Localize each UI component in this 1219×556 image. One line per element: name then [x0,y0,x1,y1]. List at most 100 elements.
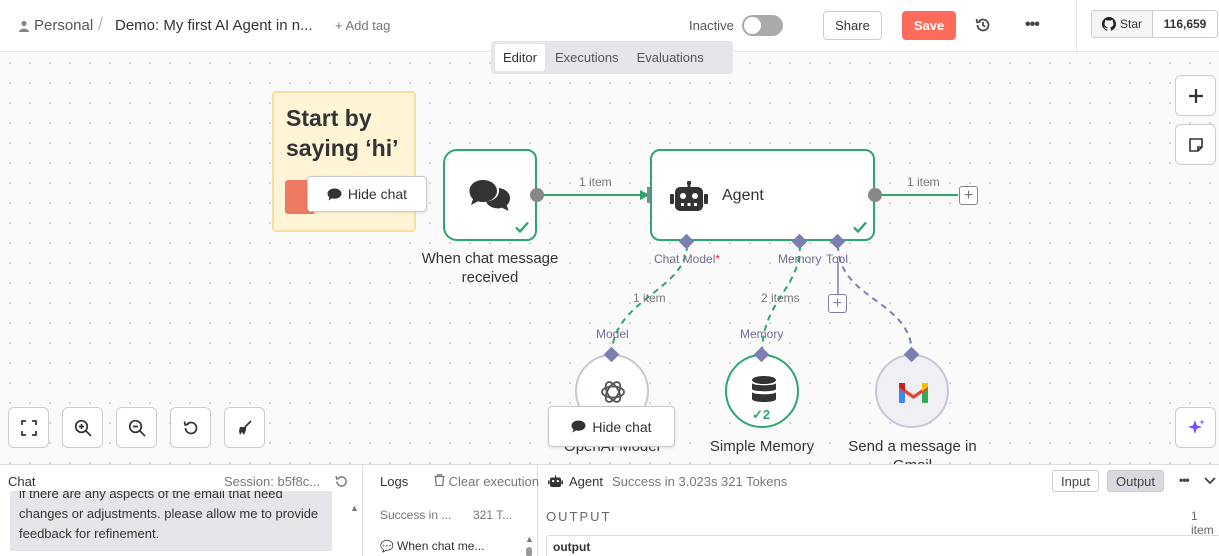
zoom-out-icon [128,419,146,437]
logs-scroll-up[interactable]: ▲ [525,534,534,544]
edge-label-trigger-agent: 1 item [579,175,612,189]
output-tokens: 321 Tokens [721,474,788,489]
project-name: Personal [34,17,94,34]
history-icon[interactable] [974,16,992,34]
log-entry-trigger[interactable]: 💬 When chat me... [380,539,484,553]
fit-view-button[interactable] [8,407,49,448]
output-pane: Agent Success in 3.023s 321 Tokens Input… [539,465,1219,556]
tab-executions[interactable]: Executions [554,50,619,65]
save-button[interactable]: Save [902,11,956,40]
chat-pane: Chat Session: b5f8c... if there are any … [0,465,363,556]
output-more-icon[interactable]: ••• [1179,473,1190,487]
logs-title: Logs [380,474,409,489]
log-tokens: 321 T... [473,508,513,522]
agent-output-port[interactable] [868,188,882,202]
required-marker: * [715,252,721,266]
reset-session-icon[interactable] [334,474,349,489]
edge-label-agent-out: 1 item [907,175,940,189]
logs-pane: Logs Clear execution Success in ... 321 … [364,465,539,556]
logs-scrollbar[interactable] [526,547,532,556]
active-toggle[interactable] [742,15,783,36]
gmail-icon [899,383,928,403]
active-status-label: Inactive [689,18,734,33]
chat-icon [469,180,510,211]
chat-icon: 💬 [380,541,394,553]
chat-bubble-icon [571,420,586,433]
trigger-node[interactable] [443,149,537,241]
chat-title: Chat [8,474,36,489]
gmail-node[interactable] [875,354,949,428]
fit-view-icon [20,419,37,436]
trigger-node-label: When chat message received [421,250,559,286]
bottom-panel: Chat Session: b5f8c... if there are any … [0,464,1219,556]
tab-evaluations[interactable]: Evaluations [636,50,704,65]
success-check-icon [853,221,867,233]
github-star-button[interactable]: Star [1092,11,1153,37]
hide-chat-label: Hide chat [592,418,652,435]
sticky-note-icon [1188,137,1203,152]
github-star-count: 116,659 [1153,11,1217,37]
chat-message-text: if there are any aspects of the email th… [19,491,319,541]
zoom-out-button[interactable] [116,407,157,448]
zoom-in-icon [74,419,92,437]
chevron-down-icon[interactable] [1204,477,1216,485]
session-id: Session: b5f8c... [224,474,321,489]
output-heading: OUTPUT [546,509,612,524]
robot-icon [670,181,708,211]
output-node-name: Agent [569,474,603,489]
memory-run-number: 2 [762,407,771,422]
hide-chat-button-secondary[interactable]: Hide chat [548,406,675,447]
share-button[interactable]: Share [823,11,882,40]
output-toggle-button[interactable]: Output [1107,470,1164,492]
workflow-name[interactable]: Demo: My first AI Agent in n... [115,17,313,34]
chat-model-port-text: Chat Model [654,252,716,266]
log-status: Success in ... [380,508,452,522]
tool-port-label: Tool [826,252,849,266]
more-options-icon[interactable]: ••• [1025,16,1040,33]
memory-run-count: ✓2 [752,407,771,422]
simple-memory-node[interactable]: ✓2 [725,354,799,428]
add-tag-link[interactable]: + Add tag [335,18,391,33]
chat-model-port-label: Chat Model* [654,252,720,266]
broom-icon [238,419,252,435]
output-field: output [546,535,1219,556]
zoom-in-button[interactable] [62,407,103,448]
chat-scroll-up[interactable]: ▲ [350,503,359,513]
memory-node-label: Simple Memory [709,438,815,455]
edge-label-memory: 2 items [761,291,800,305]
add-sticky-button[interactable] [1175,124,1216,165]
hide-chat-button[interactable]: Hide chat [307,176,427,212]
breadcrumb-separator: / [98,14,104,34]
add-tool-button[interactable]: + [828,294,847,313]
add-node-button[interactable] [1175,75,1216,116]
workflow-canvas[interactable] [0,53,1219,464]
tidy-up-button[interactable] [224,407,265,448]
trigger-output-port[interactable] [530,188,544,202]
toggle-knob [744,17,761,34]
add-node-after-agent[interactable]: + [959,186,978,205]
agent-node-label: Agent [722,187,764,204]
person-icon [19,20,29,32]
github-icon [1101,17,1116,31]
reset-icon [183,420,197,434]
reset-zoom-button[interactable] [170,407,211,448]
memory-port-label: Memory [778,252,822,266]
hide-chat-label: Hide chat [347,186,408,202]
tab-editor[interactable]: Editor [495,44,545,71]
chat-bubble-icon [327,188,342,200]
success-check-icon [515,221,529,233]
input-toggle-button[interactable]: Input [1052,470,1099,492]
agent-node[interactable]: Agent [650,149,875,241]
trash-icon [434,474,445,487]
breadcrumb-project[interactable]: Personal [18,17,93,34]
ai-assistant-button[interactable] [1175,407,1216,448]
github-star-label: Star [1119,17,1142,31]
sparkle-icon [1187,418,1205,434]
github-star-widget[interactable]: Star 116,659 [1091,10,1218,38]
clear-execution-button[interactable]: Clear execution [434,474,539,489]
output-status: Success in 3.023s [612,474,718,489]
gmail-node-label: Send a message in Gmail [848,438,977,464]
sticky-text: Start by saying ‘hi’ [286,105,399,161]
view-tabs: Editor Executions Evaluations [491,41,733,74]
